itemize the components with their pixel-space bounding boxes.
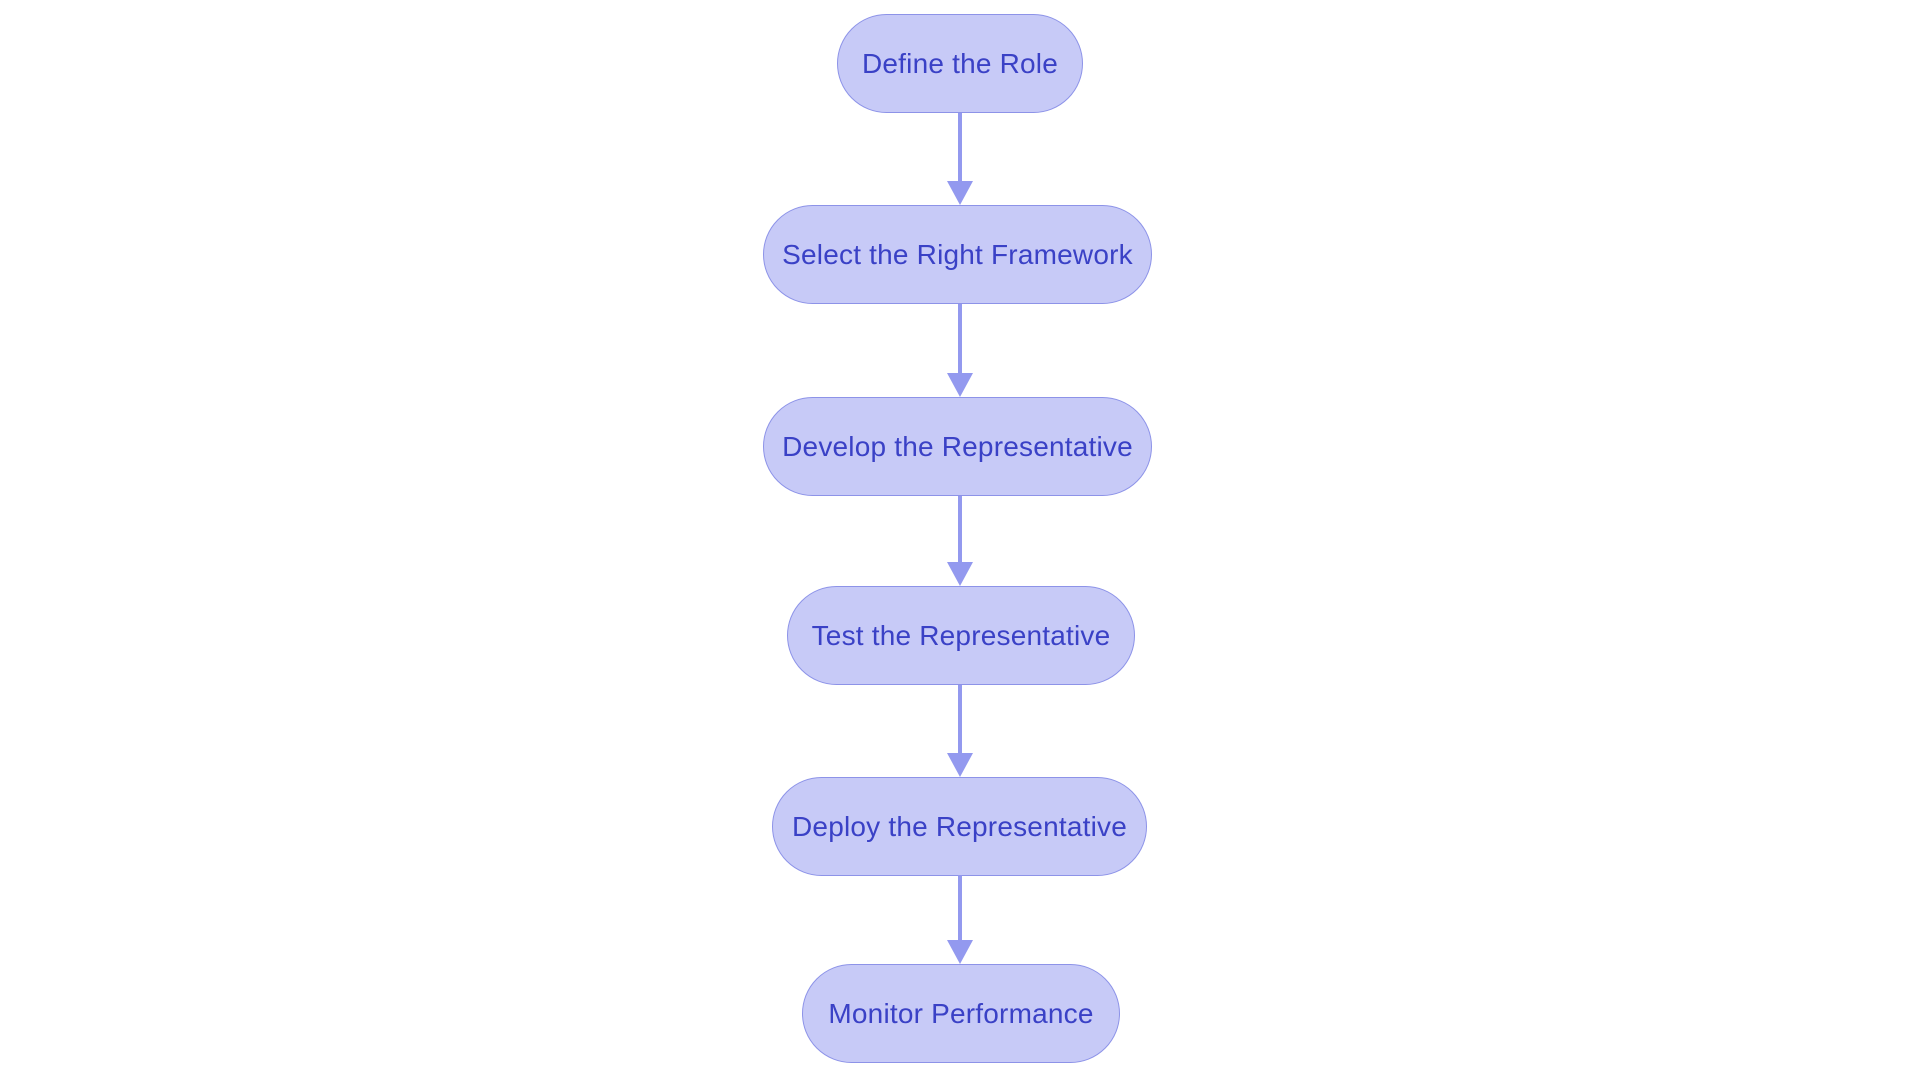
arrow-stem <box>958 304 962 375</box>
flow-arrow-2 <box>947 304 973 397</box>
flow-node-test-the-representative: Test the Representative <box>787 586 1135 685</box>
node-label-define-the-role: Define the Role <box>861 47 1058 79</box>
flow-node-develop-the-representative: Develop the Representative <box>763 397 1152 496</box>
arrowhead-down-icon <box>947 753 973 777</box>
arrowhead-down-icon <box>947 181 973 205</box>
arrowhead-down-icon <box>947 373 973 397</box>
arrow-stem <box>958 875 962 942</box>
flow-node-define-the-role: Define the Role <box>837 14 1083 113</box>
flow-node-monitor-performance: Monitor Performance <box>802 964 1120 1063</box>
flow-arrow-3 <box>947 496 973 586</box>
flow-node-select-the-right-framework: Select the Right Framework <box>763 205 1152 304</box>
node-label-deploy-the-representative: Deploy the Representative <box>792 810 1127 842</box>
node-label-test-the-representative: Test the Representative <box>811 619 1111 651</box>
node-label-develop-the-representative: Develop the Representative <box>782 430 1133 462</box>
arrowhead-down-icon <box>947 940 973 964</box>
node-label-select-the-right-framework: Select the Right Framework <box>782 238 1133 270</box>
flow-arrow-4 <box>947 685 973 777</box>
arrow-stem <box>958 685 962 755</box>
flow-node-deploy-the-representative: Deploy the Representative <box>772 777 1147 876</box>
arrow-stem <box>958 496 962 564</box>
arrowhead-down-icon <box>947 562 973 586</box>
flow-arrow-1 <box>947 113 973 205</box>
arrow-stem <box>958 113 962 183</box>
node-label-monitor-performance: Monitor Performance <box>828 997 1094 1029</box>
flow-arrow-5 <box>947 875 973 964</box>
